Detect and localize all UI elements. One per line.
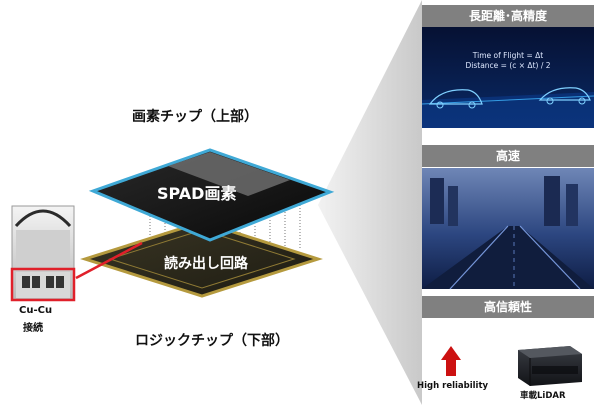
panel-header-high-speed: 高速: [422, 145, 594, 167]
logic-chip-title: ロジックチップ（下部）: [135, 333, 289, 349]
high-reliability-arrow-icon: [441, 346, 461, 376]
cu-cu-label: Cu-Cu: [19, 305, 53, 316]
readout-circuit-label: 読み出し回路: [164, 256, 248, 272]
fan-shape: [318, 0, 422, 405]
high-speed-image: [422, 168, 594, 290]
connection-label: 接続: [23, 323, 43, 334]
tof-formula-line2: Distance = (c × Δt) / 2: [465, 61, 551, 70]
cu-cu-sample-image: [10, 205, 76, 302]
pixel-chip-layer: [88, 148, 335, 242]
pixel-array-area: [168, 152, 290, 196]
long-range-image: [421, 27, 595, 128]
connection-pointer-line: [75, 241, 143, 280]
high-reliability-label: High reliability: [417, 381, 489, 391]
cu-cu-highlight-box: [10, 267, 76, 302]
logic-chip-inner: [108, 229, 296, 289]
spad-pixel-label: SPAD画素: [157, 184, 237, 203]
pixel-chip-title: 画素チップ（上部）: [132, 109, 258, 125]
automotive-lidar-label: 車載LiDAR: [520, 391, 566, 401]
panel-header-long-range: 長距離･高精度: [422, 5, 594, 27]
lidar-device-icon: [518, 346, 582, 386]
logic-chip-layer: [80, 220, 323, 298]
tof-formula: Time of Flight = Δt Distance = (c × Δt) …: [422, 27, 594, 128]
panel-header-high-reliability: 高信頼性: [422, 296, 594, 318]
tof-formula-line1: Time of Flight = Δt: [472, 51, 544, 60]
